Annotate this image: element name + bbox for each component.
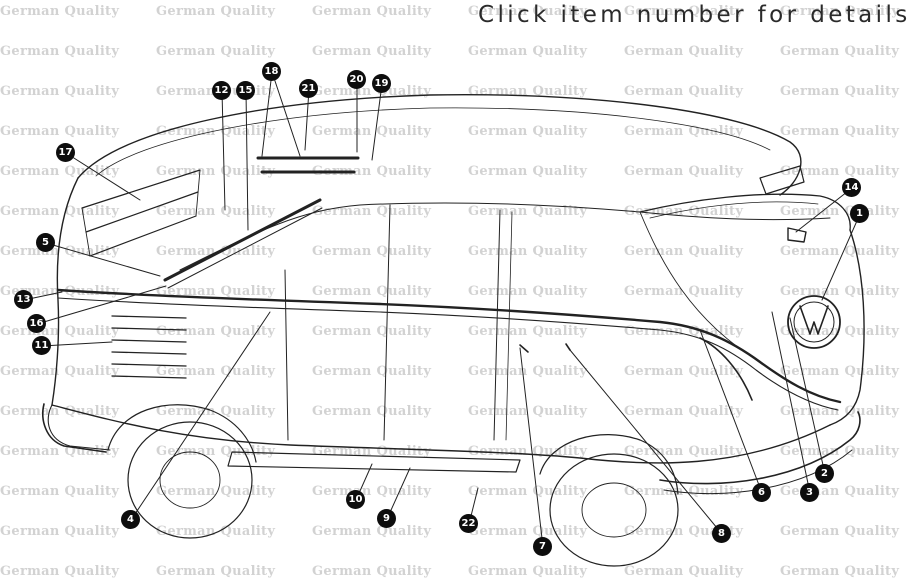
callout-9-button[interactable]: 9: [377, 509, 396, 528]
callout-16-button[interactable]: 16: [27, 314, 46, 333]
callout-5-button[interactable]: 5: [36, 233, 55, 252]
callout-3-button[interactable]: 3: [800, 483, 819, 502]
callout-19-button[interactable]: 19: [372, 74, 391, 93]
callout-1-button[interactable]: 1: [850, 204, 869, 223]
callout-14-button[interactable]: 14: [842, 178, 861, 197]
callout-12-button[interactable]: 12: [212, 81, 231, 100]
callout-11-button[interactable]: 11: [32, 336, 51, 355]
callout-20-button[interactable]: 20: [347, 70, 366, 89]
callout-8-button[interactable]: 8: [712, 524, 731, 543]
callout-17-button[interactable]: 17: [56, 143, 75, 162]
callout-15-button[interactable]: 15: [236, 81, 255, 100]
callout-4-button[interactable]: 4: [121, 510, 140, 529]
callout-10-button[interactable]: 10: [346, 490, 365, 509]
callout-6-button[interactable]: 6: [752, 483, 771, 502]
callout-7-button[interactable]: 7: [533, 537, 552, 556]
instruction-text: Click item number for details: [478, 2, 911, 28]
callout-13-button[interactable]: 13: [14, 290, 33, 309]
callout-22-button[interactable]: 22: [459, 514, 478, 533]
callout-2-button[interactable]: 2: [815, 464, 834, 483]
callout-18-button[interactable]: 18: [262, 62, 281, 81]
callout-21-button[interactable]: 21: [299, 79, 318, 98]
